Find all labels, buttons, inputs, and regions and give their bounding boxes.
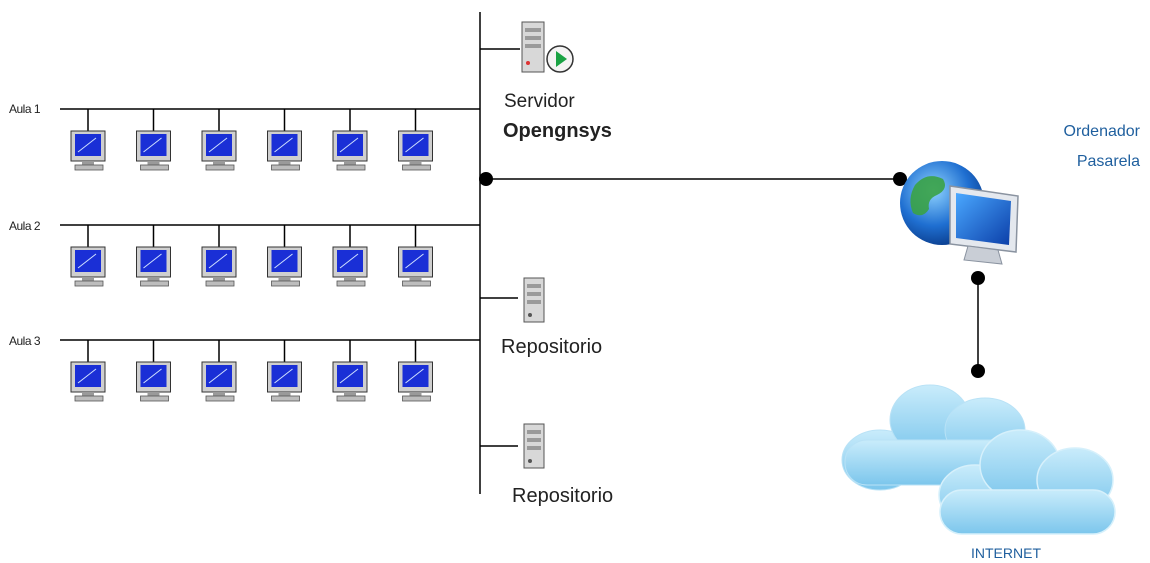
pc-monitor-icon xyxy=(136,361,171,402)
pc-monitor-icon xyxy=(398,246,433,287)
pc-monitor-icon xyxy=(201,130,237,171)
pc-monitor-icon xyxy=(70,361,106,402)
repository-2-icon xyxy=(523,423,545,469)
internet-label: INTERNET xyxy=(971,545,1041,561)
gateway-label: Ordenador xyxy=(1063,123,1141,140)
aula-1-label: Aula 1 xyxy=(9,102,41,116)
pc-grid xyxy=(70,109,433,402)
aula-3-label: Aula 3 xyxy=(9,334,41,348)
pc-monitor-icon xyxy=(70,130,106,171)
aula-2-label: Aula 2 xyxy=(9,219,41,233)
pc-monitor-icon xyxy=(398,361,433,402)
repository-1-icon xyxy=(523,277,545,323)
server-label: Servidor xyxy=(504,91,575,112)
pc-monitor-icon xyxy=(332,246,368,287)
gateway-computer-icon xyxy=(900,161,1019,265)
pc-monitor-icon xyxy=(201,246,237,287)
gateway-bottom-dot xyxy=(971,271,985,285)
pc-monitor-icon xyxy=(70,246,106,287)
aula-bus-lines xyxy=(60,108,480,341)
pc-monitor-icon xyxy=(136,246,171,287)
gateway-node-dot xyxy=(893,172,907,186)
repository-2-label: Repositorio xyxy=(512,485,614,507)
gateway-sub-label: Pasarela xyxy=(1076,153,1140,170)
pc-monitor-icon xyxy=(267,246,302,287)
internet-top-dot xyxy=(971,364,985,378)
pc-monitor-icon xyxy=(267,130,302,171)
cloud-icon xyxy=(841,384,1116,535)
pc-monitor-icon xyxy=(332,361,368,402)
server-name-label: Opengnsys xyxy=(503,120,612,142)
server-icon xyxy=(521,21,574,73)
pc-monitor-icon xyxy=(201,361,237,402)
backbone-node-dot xyxy=(479,172,493,186)
pc-monitor-icon xyxy=(332,130,368,171)
pc-monitor-icon xyxy=(398,130,433,171)
pc-monitor-icon xyxy=(267,361,302,402)
repository-1-label: Repositorio xyxy=(501,336,603,358)
pc-monitor-icon xyxy=(136,130,171,171)
